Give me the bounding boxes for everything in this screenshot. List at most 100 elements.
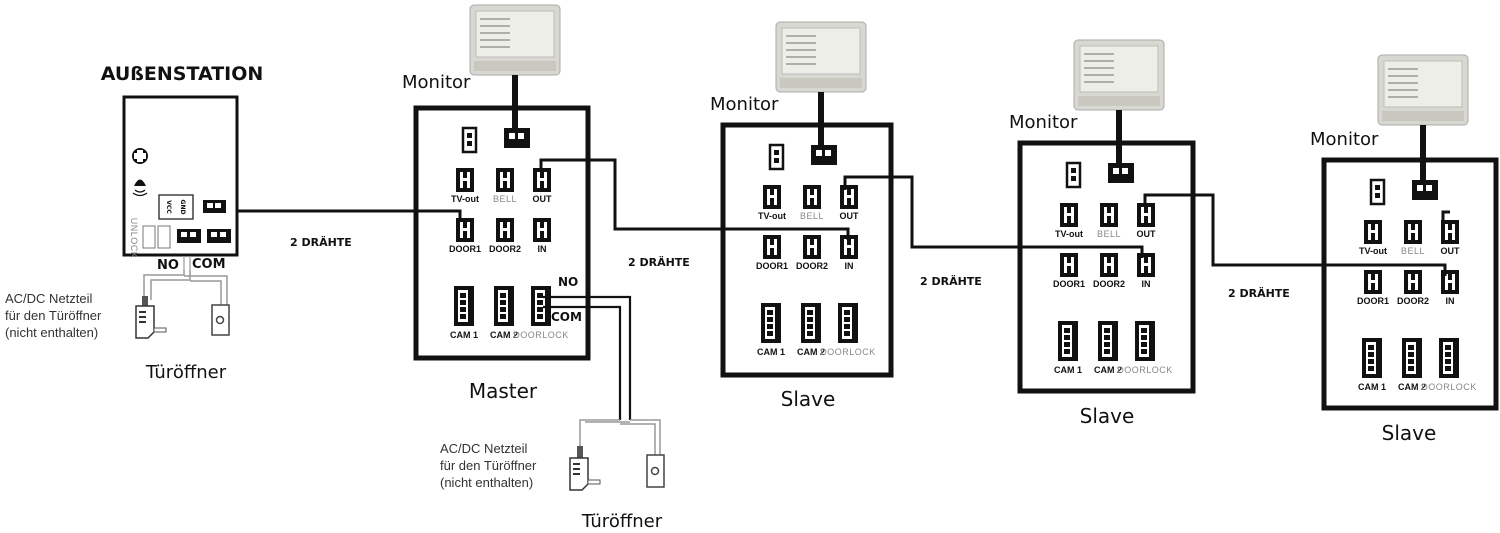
terminal-label: DOORLOCK <box>513 330 569 340</box>
bus-wire-slave-2-to-slave-3 <box>1143 193 1447 276</box>
terminal-bell: BELL <box>1401 220 1425 256</box>
psu-plug-icon <box>135 296 167 339</box>
monitor-label: Monitor <box>710 94 779 115</box>
door-opener-icon <box>211 304 230 336</box>
terminal-label: DOOR1 <box>449 244 481 254</box>
terminal-label: IN <box>845 261 854 271</box>
outdoor-no-label: NO <box>157 258 179 273</box>
aux-terminal <box>768 143 785 171</box>
monitor-back-panel <box>720 122 894 378</box>
master-psu-caption-line-3: (nicht enthalten) <box>440 475 533 490</box>
gnd-label: GND <box>179 200 186 215</box>
monitor-label: Monitor <box>1310 129 1379 150</box>
terminal-label: TV-out <box>1055 229 1083 239</box>
master-psu-caption-line-1: AC/DC Netzteil <box>440 441 528 456</box>
terminal-label: TV-out <box>1359 246 1387 256</box>
aux-terminal <box>461 126 478 154</box>
terminal-bell: BELL <box>493 168 517 204</box>
terminal-cam-2: CAM 2 <box>1094 321 1122 375</box>
monitor-back-panel <box>413 105 591 361</box>
psu-caption-line-2: für den Türöffner <box>5 308 102 323</box>
outdoor-station: AUßENSTATION VCC GND UNLOCK <box>5 63 263 383</box>
terminal-label: CAM 1 <box>1358 382 1386 392</box>
terminal-label: DOORLOCK <box>1421 382 1477 392</box>
power-terminal <box>504 128 530 148</box>
master-psu-caption-line-2: für den Türöffner <box>440 458 537 473</box>
terminal-label: DOOR1 <box>1053 279 1085 289</box>
unlock-label: UNLOCK <box>129 218 139 259</box>
terminal-label: IN <box>538 244 547 254</box>
terminal-doorlock: DOORLOCK <box>1421 338 1477 392</box>
master-com-wire <box>543 305 622 420</box>
terminal-bell: BELL <box>1097 203 1121 239</box>
power-supply-module <box>1377 54 1469 126</box>
terminal-label: DOOR2 <box>1397 296 1429 306</box>
monitor-role-label: Slave <box>1080 404 1135 428</box>
aux-terminal <box>1369 178 1386 206</box>
master-psu-plug-icon <box>569 446 601 491</box>
power-terminal <box>811 145 837 165</box>
terminal-doorlock: DOORLOCK <box>820 303 876 357</box>
power-terminal <box>1108 163 1134 183</box>
terminal-tv-out: TV-out <box>1359 220 1387 256</box>
master-door-opener-label: Türöffner <box>581 511 663 532</box>
terminal-bell: BELL <box>800 185 824 221</box>
power-supply-module <box>1073 39 1165 111</box>
terminal-door2: DOOR2 <box>796 235 828 271</box>
monitor-role-label: Master <box>469 379 538 403</box>
terminal-label: BELL <box>1401 246 1425 256</box>
master-com-label: COM <box>551 310 582 324</box>
terminal-out: OUT <box>1137 203 1157 239</box>
terminal-out: OUT <box>533 168 552 204</box>
wire-label-3: 2 DRÄHTE <box>920 274 982 288</box>
terminal-label: OUT <box>1137 229 1157 239</box>
monitor-label: Monitor <box>1009 112 1078 133</box>
wire-label-1: 2 DRÄHTE <box>290 235 352 249</box>
terminal-label: DOOR2 <box>1093 279 1125 289</box>
terminal-cam-1: CAM 1 <box>1054 321 1082 375</box>
terminal-out: OUT <box>1441 220 1461 256</box>
bus-wire-outdoor-to-master <box>237 209 462 220</box>
terminal-doorlock: DOORLOCK <box>1117 321 1173 375</box>
monitor-back-panel <box>1321 157 1499 411</box>
monitor-role-label: Slave <box>781 387 836 411</box>
monitor-label: Monitor <box>402 72 471 93</box>
terminal-in: IN <box>840 235 858 271</box>
psu-caption-line-3: (nicht enthalten) <box>5 325 98 340</box>
lock-terminal <box>207 229 231 243</box>
terminal-door2: DOOR2 <box>1093 253 1125 289</box>
terminal-label: DOORLOCK <box>820 347 876 357</box>
terminal-tv-out: TV-out <box>758 185 786 221</box>
monitor-back-panel <box>1017 140 1196 394</box>
unlock-switch-1 <box>142 225 156 249</box>
terminal-label: CAM 2 <box>1398 382 1426 392</box>
aux-terminal <box>1065 161 1082 189</box>
terminal-label: DOORLOCK <box>1117 365 1173 375</box>
terminal-tv-out: TV-out <box>1055 203 1083 239</box>
terminal-label: TV-out <box>451 194 479 204</box>
terminal-cam-1: CAM 1 <box>450 286 478 340</box>
terminal-label: DOOR2 <box>489 244 521 254</box>
terminal-label: CAM 2 <box>797 347 825 357</box>
terminal-door1: DOOR1 <box>449 218 481 254</box>
master-no-wire <box>543 295 632 420</box>
terminal-tv-out: TV-out <box>451 168 479 204</box>
terminal-label: CAM 2 <box>1094 365 1122 375</box>
terminal-door1: DOOR1 <box>756 235 788 271</box>
terminal-cam-2: CAM 2 <box>797 303 825 357</box>
outdoor-com-label: COM <box>192 257 226 272</box>
call-button-icon <box>132 148 148 164</box>
terminal-label: CAM 1 <box>450 330 478 340</box>
terminal-door2: DOOR2 <box>489 218 521 254</box>
door-opener-label: Türöffner <box>145 362 227 383</box>
wire-label-2: 2 DRÄHTE <box>628 255 690 269</box>
terminal-label: OUT <box>1441 246 1461 256</box>
no-wire <box>143 270 185 300</box>
terminal-label: CAM 2 <box>490 330 518 340</box>
bus-wire-master-to-slave-1 <box>539 158 850 240</box>
terminal-label: IN <box>1446 296 1455 306</box>
